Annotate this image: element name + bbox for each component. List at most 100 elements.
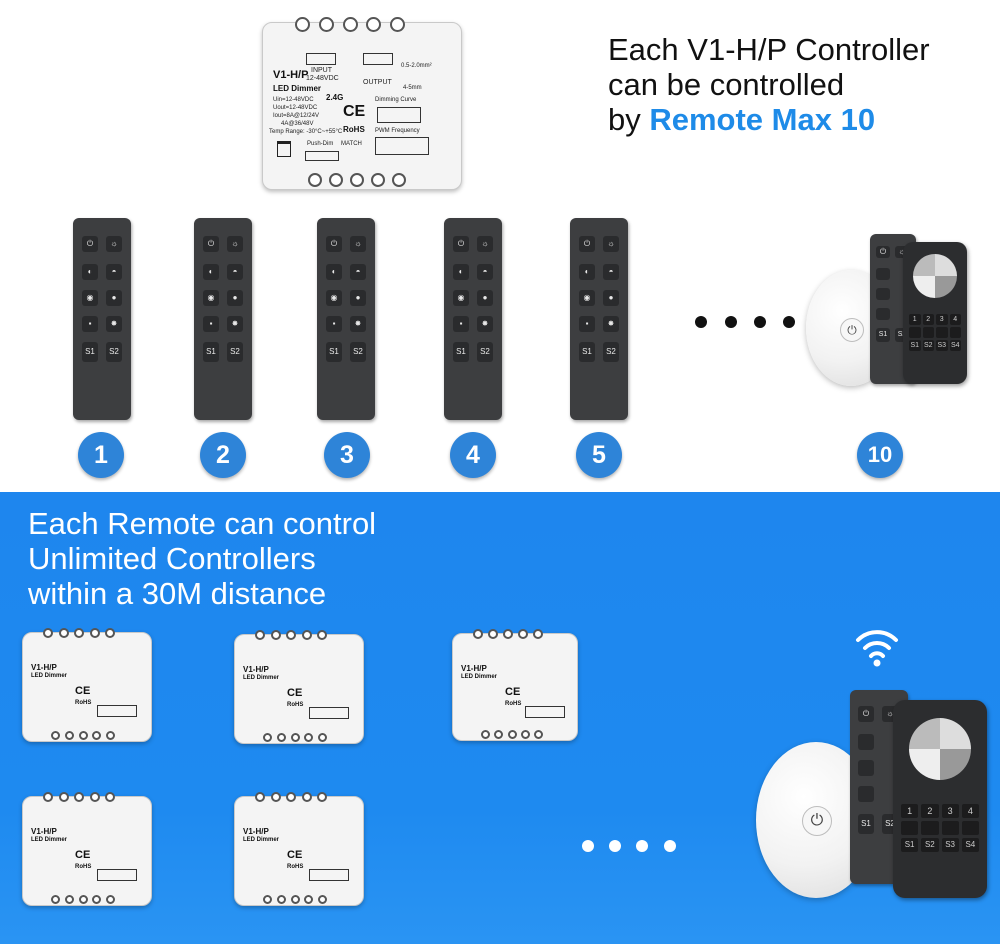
zone-key — [901, 821, 919, 835]
remote-key — [876, 288, 890, 300]
remote-key: ✸ — [106, 316, 122, 332]
model-label: V1-H/P — [31, 827, 57, 836]
color-wheel — [909, 718, 971, 780]
weee-bin-icon — [277, 141, 291, 157]
key-s1: S1 — [82, 342, 98, 362]
remote-key: ⏻ — [858, 706, 874, 722]
zone-remote-large: 1 2 3 4 S1 S2 S3 S4 — [893, 700, 987, 898]
input-label: INPUT — [311, 67, 332, 74]
wire-gauge: 0.5-2.0mm² — [401, 63, 432, 69]
terminal-row-top — [255, 630, 327, 640]
brightness-icon: ☼ — [603, 236, 619, 252]
remote-key: ◐ — [326, 264, 342, 280]
zone-key-3: 3 — [936, 314, 948, 325]
remote-key: ● — [477, 290, 493, 306]
remote-key: ● — [350, 290, 366, 306]
zone-key-4: 4 — [961, 804, 979, 818]
model-label: V1-H/P — [243, 827, 269, 836]
remote-key: ◉ — [453, 290, 469, 306]
remote-max-highlight: Remote Max 10 — [649, 102, 876, 137]
zone-key-2: 2 — [922, 314, 934, 325]
remote-key: S1 — [858, 814, 874, 834]
bottom-headline-line-1: Each Remote can control — [28, 506, 377, 541]
remote-5: ⏻ ☼ ◐ ◓ ◉ ● ▪ ✸ S1 S2 — [570, 218, 628, 420]
key-s2: S2 — [603, 342, 619, 362]
controller-module: V1-H/P LED Dimmer CE RoHS — [234, 792, 364, 906]
remote-key — [858, 786, 874, 802]
zone-key — [936, 327, 948, 338]
curve-switch — [377, 107, 421, 123]
model-label: V1-H/P — [273, 69, 309, 81]
ce-mark: CE — [75, 685, 91, 697]
terminal-row-bottom — [308, 173, 406, 187]
switch-block — [97, 869, 137, 881]
power-icon: ⏻ — [579, 236, 595, 252]
zone-key-4: 4 — [949, 314, 961, 325]
remote-key: ◓ — [106, 264, 122, 280]
zone-key-s1: S1 — [901, 838, 919, 852]
terminal-row-bottom — [51, 731, 115, 740]
pwm-switch — [375, 137, 429, 155]
curve-label: Dimming Curve — [375, 97, 417, 103]
controller-module: V1-H/P LED Dimmer CE RoHS — [452, 629, 578, 741]
zone-key-1: 1 — [901, 804, 919, 818]
remote-key: ● — [106, 290, 122, 306]
com-in-terminal — [305, 151, 339, 161]
zone-key — [949, 327, 961, 338]
input-voltage: 12-48VDC — [306, 75, 339, 82]
badge-2: 2 — [200, 432, 246, 478]
zone-key-grid: 1 2 3 4 S1 S2 S3 S4 — [909, 314, 961, 351]
zone-key-s1: S1 — [909, 340, 921, 351]
zone-key-s3: S3 — [936, 340, 948, 351]
ce-mark: CE — [75, 849, 91, 861]
remote-key: ◉ — [579, 290, 595, 306]
remote-key: ● — [603, 290, 619, 306]
rohs-mark: RoHS — [505, 701, 522, 707]
terminal-row-top — [255, 792, 327, 802]
model-label: V1-H/P — [31, 663, 57, 672]
power-icon: ⏻ — [326, 236, 342, 252]
zone-key — [941, 821, 959, 835]
badge-3: 3 — [324, 432, 370, 478]
zone-key-3: 3 — [941, 804, 959, 818]
ellipsis-dot — [695, 316, 707, 328]
spec-line-4: 4A@36/48V — [281, 121, 314, 127]
key-s2: S2 — [227, 342, 243, 362]
headline-line-3: by Remote Max 10 — [608, 102, 876, 137]
rohs-mark: RoHS — [75, 700, 92, 706]
output-label: OUTPUT — [363, 79, 392, 86]
remote-key: ◐ — [579, 264, 595, 280]
remote-key: ✸ — [477, 316, 493, 332]
remote-key: ▪ — [203, 316, 219, 332]
remote-key: ◓ — [350, 264, 366, 280]
bottom-headline-line-3: within a 30M distance — [28, 576, 327, 611]
badge-10: 10 — [857, 432, 903, 478]
brightness-icon: ☼ — [106, 236, 122, 252]
dimmer-type: LED Dimmer — [461, 674, 498, 680]
remote-key: ◉ — [326, 290, 342, 306]
remote-key — [858, 760, 874, 776]
headline-line-1: Each V1-H/P Controller — [608, 32, 930, 67]
brightness-icon: ☼ — [227, 236, 243, 252]
remote-key: ◓ — [227, 264, 243, 280]
switch-block — [525, 706, 565, 718]
rohs-mark: RoHS — [287, 702, 304, 708]
remote-key: ▪ — [326, 316, 342, 332]
zone-key — [961, 821, 979, 835]
key-s1: S1 — [326, 342, 342, 362]
rohs-mark: RoHS — [287, 864, 304, 870]
key-s1: S1 — [579, 342, 595, 362]
ce-mark: CE — [287, 687, 303, 699]
key-s1: S1 — [453, 342, 469, 362]
zone-key-s4: S4 — [949, 340, 961, 351]
match-label: MATCH — [341, 141, 362, 147]
controller-module: V1-H/P LED Dimmer CE RoHS — [22, 628, 152, 742]
power-icon: ⏻ — [453, 236, 469, 252]
ellipsis-dot — [725, 316, 737, 328]
bottom-headline: Each Remote can control Unlimited Contro… — [28, 506, 376, 611]
zone-key — [909, 327, 921, 338]
controller-module: V1-H/P LED Dimmer CE RoHS — [234, 630, 364, 744]
key-s2: S2 — [477, 342, 493, 362]
remote-3: ⏻ ☼ ◐ ◓ ◉ ● ▪ ✸ S1 S2 — [317, 218, 375, 420]
ce-mark: CE — [287, 849, 303, 861]
